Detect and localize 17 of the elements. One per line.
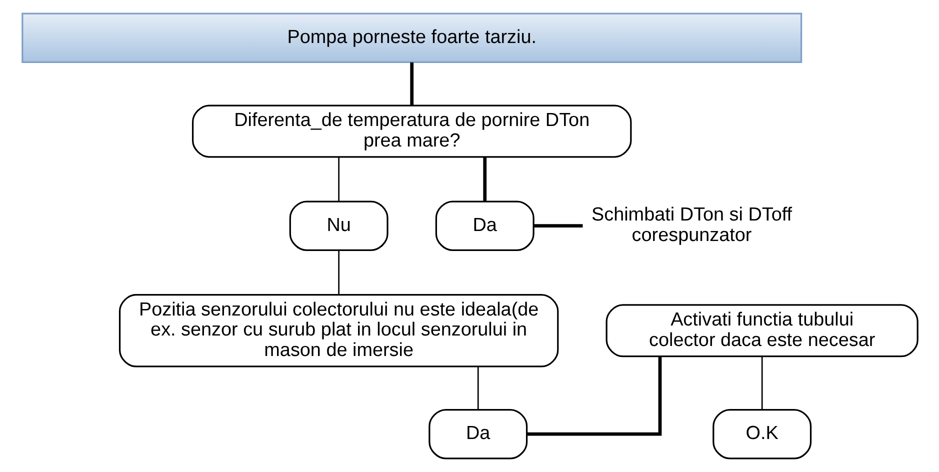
node-box: Pompa porneste foarte tarziu. [21, 12, 802, 64]
node-box: Nu [288, 200, 388, 252]
connector [410, 62, 414, 106]
connector [476, 366, 478, 410]
connector [482, 157, 486, 202]
connector [338, 157, 339, 202]
node-box: Pozitia senzorului colectorului nu este ideala(de ex. senzor cu surub plat in locul senzorului in mason de imersie [118, 294, 558, 368]
node-box: Da [434, 200, 534, 252]
node-box: Activati functia tubului colector daca este necesar [605, 304, 918, 358]
connector [338, 250, 339, 294]
connector [533, 224, 582, 228]
node-box: Diferenta_de temperatura de pornire DTon prea mare? [191, 104, 632, 158]
node-box: O.K [712, 408, 812, 460]
connector [760, 356, 762, 410]
connector [526, 356, 662, 436]
node-box: Da [428, 408, 528, 460]
node-text: Schimbati DTon si DToff corespunzator [591, 204, 792, 246]
